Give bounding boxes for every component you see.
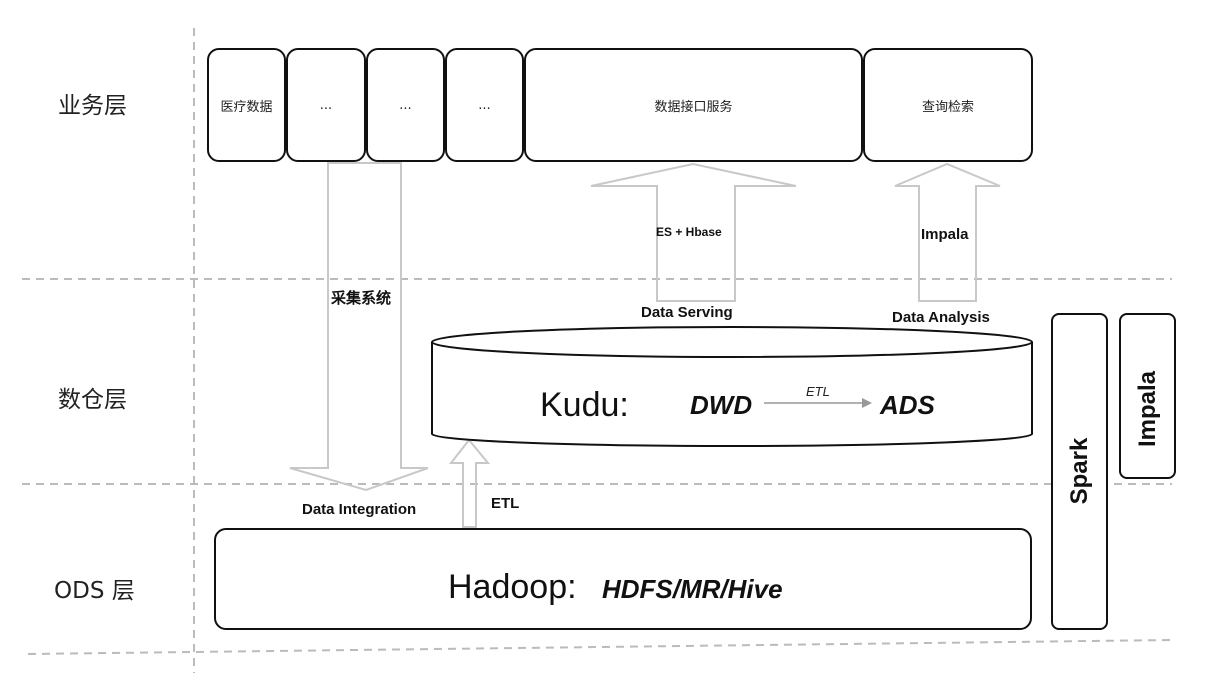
separator-bottom xyxy=(27,639,1173,655)
arrow-label-impala: Impala xyxy=(921,226,969,243)
box-ellipsis-2[interactable]: ... xyxy=(366,48,445,162)
impala-side-box xyxy=(1119,313,1176,479)
box-data-api-service[interactable]: 数据接口服务 xyxy=(524,48,863,162)
hadoop-components: HDFS/MR/Hive xyxy=(602,574,783,604)
spark-label: Spark xyxy=(1066,437,1093,505)
hadoop-title: Hadoop: xyxy=(448,568,577,606)
kudu-ads: ADS xyxy=(880,390,935,420)
arrow-label-es-hbase: ES + Hbase xyxy=(656,225,722,239)
kudu-cylinder xyxy=(431,342,1033,447)
es-hbase-arrow xyxy=(590,162,797,302)
spark-box xyxy=(1051,313,1108,630)
label-data-analysis: Data Analysis xyxy=(892,309,990,326)
etl-up-arrow xyxy=(448,438,491,528)
label-data-integration: Data Integration xyxy=(302,501,417,518)
kudu-dwd: DWD xyxy=(690,390,753,420)
impala-arrow xyxy=(894,162,1001,302)
kudu-cylinder-top xyxy=(431,326,1033,358)
kudu-title: Kudu: xyxy=(540,386,629,424)
layer-label-business: 业务层 xyxy=(58,93,127,119)
box-ellipsis-3[interactable]: ... xyxy=(445,48,524,162)
arrow-label-collection: 采集系统 xyxy=(331,290,392,307)
layer-label-ods: ODS 层 xyxy=(54,578,135,604)
arrow-label-etl: ETL xyxy=(491,495,520,512)
box-medical-data[interactable]: 医疗数据 xyxy=(207,48,286,162)
impala-side-label: Impala xyxy=(1134,370,1161,448)
box-query-search[interactable]: 查询检索 xyxy=(863,48,1033,162)
label-data-serving: Data Serving xyxy=(641,304,733,321)
dwd-ads-arrowhead xyxy=(862,398,872,408)
kudu-etl-label: ETL xyxy=(806,384,830,399)
box-ellipsis-1[interactable]: ... xyxy=(286,48,366,162)
layer-label-warehouse: 数仓层 xyxy=(58,387,127,413)
collection-arrow xyxy=(289,162,429,492)
hadoop-box: Hadoop: HDFS/MR/Hive xyxy=(214,528,1032,630)
